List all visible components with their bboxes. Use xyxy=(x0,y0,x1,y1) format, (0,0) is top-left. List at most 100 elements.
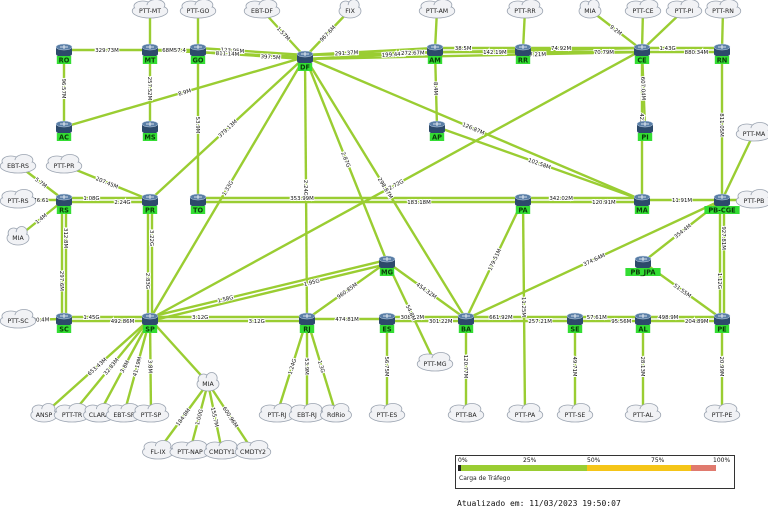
link-MG-c-ptt-mg[interactable] xyxy=(385,261,437,364)
link-DF-SP[interactable] xyxy=(148,56,307,320)
router-pbcge[interactable]: PB-CGE xyxy=(704,193,740,215)
link-GO-DF[interactable] xyxy=(198,46,306,57)
cloud-ptt-rn[interactable]: PTT-RN xyxy=(704,0,742,19)
link-DF-BA[interactable] xyxy=(303,56,468,320)
cloud-fix[interactable]: FIX xyxy=(338,0,362,19)
link-c-mia-sp-c-ptt-nap[interactable] xyxy=(188,382,210,452)
link-SP-c-ptt-sp[interactable] xyxy=(148,318,153,415)
cloud-rdrio[interactable]: RdRio xyxy=(320,403,352,423)
cloud-mia-left[interactable]: MIA xyxy=(6,226,30,246)
link-SP-MG[interactable] xyxy=(149,258,387,319)
cloud-ptt-al[interactable]: PTT-AL xyxy=(624,403,662,423)
router-ma[interactable]: MA xyxy=(633,193,651,215)
link-SP-c-ptt-tr[interactable] xyxy=(71,318,151,415)
cloud-ebt-rj[interactable]: EBT-RJ xyxy=(288,403,326,423)
router-sc[interactable]: SC xyxy=(55,312,73,334)
link-c-mia-sp-c-fl-ix[interactable] xyxy=(157,382,209,452)
router-ro[interactable]: RO xyxy=(55,43,73,65)
link-PBCGE-c-ptt-ma[interactable] xyxy=(720,132,756,201)
link-BA-PBCGE[interactable] xyxy=(465,198,723,321)
router-pa[interactable]: PA xyxy=(514,193,532,215)
link-CE-c-mia-top[interactable] xyxy=(589,9,643,51)
cloud-ptt-pa[interactable]: PTT-PA xyxy=(506,403,544,423)
cloud-ptt-ba[interactable]: PTT-BA xyxy=(447,403,485,423)
cloud-clara[interactable]: CLARA xyxy=(83,403,115,423)
cloud-ptt-sp[interactable]: PTT-SP xyxy=(132,403,170,423)
cloud-ptt-ce[interactable]: PTT-CE xyxy=(624,0,662,19)
link-DF-PR[interactable] xyxy=(149,56,306,201)
cloud-ptt-rj[interactable]: PTT-RJ xyxy=(258,403,296,423)
cloud-cmdty1[interactable]: CMDTY1 xyxy=(203,440,241,460)
router-rj[interactable]: RJ xyxy=(298,312,316,334)
link-SP-c-mia-sp[interactable] xyxy=(149,318,209,384)
link-DF-CE[interactable] xyxy=(305,50,643,61)
cloud-ptt-es[interactable]: PTT-ES xyxy=(368,403,406,423)
link-DF-RJ[interactable] xyxy=(303,56,309,320)
router-ce[interactable]: CE xyxy=(633,43,651,65)
link-MG-BA[interactable] xyxy=(386,261,467,320)
router-al[interactable]: AL xyxy=(634,312,652,334)
cloud-ebt-rs[interactable]: EBT-RS xyxy=(0,154,37,174)
link-SP-MG[interactable] xyxy=(150,262,388,323)
router-ba[interactable]: BA xyxy=(457,312,475,334)
link-PR-c-ptt-pr[interactable] xyxy=(63,163,151,202)
cloud-ptt-nap[interactable]: PTT-NAP xyxy=(169,440,211,460)
link-BA-PA[interactable] xyxy=(464,199,525,320)
router-pi[interactable]: PI xyxy=(636,120,654,142)
link-DF-CE[interactable] xyxy=(304,46,642,57)
router-df[interactable]: DF xyxy=(296,50,314,72)
router-pr[interactable]: PR xyxy=(141,193,159,215)
cloud-ptt-mt[interactable]: PTT-MT xyxy=(131,0,169,19)
link-c-mia-sp-c-cmdty1[interactable] xyxy=(206,382,224,452)
cloud-ptt-tr[interactable]: PTT-TR xyxy=(53,403,91,423)
link-DF-MA[interactable] xyxy=(304,55,643,202)
router-rn[interactable]: RN xyxy=(713,43,731,65)
link-AP-MA[interactable] xyxy=(436,125,643,202)
router-rr[interactable]: RR xyxy=(514,43,532,65)
cloud-ebt-sp[interactable]: EBT-SP xyxy=(105,403,143,423)
link-RJ-c-ptt-rj[interactable] xyxy=(275,318,309,415)
router-sp[interactable]: SP xyxy=(141,312,159,334)
router-mg[interactable]: MG xyxy=(378,255,396,277)
router-es[interactable]: ES xyxy=(378,312,396,334)
cloud-ptt-am[interactable]: PTT-AM xyxy=(418,0,456,19)
link-CE-SP[interactable] xyxy=(149,48,643,321)
cloud-mia-top[interactable]: MIA xyxy=(578,0,602,19)
cloud-ptt-pb[interactable]: PTT-PB xyxy=(735,189,768,209)
router-pe[interactable]: PE xyxy=(713,312,731,334)
link-DF-MG[interactable] xyxy=(303,56,389,263)
link-RJ-c-rdrio[interactable] xyxy=(305,318,338,415)
cloud-ptt-rs[interactable]: PTT-RS xyxy=(0,189,37,209)
cloud-ptt-sc[interactable]: PTT-SC xyxy=(0,309,37,329)
link-c-mia-sp-c-cmdty2[interactable] xyxy=(206,382,255,452)
link-PA-c-ptt-pa[interactable] xyxy=(521,199,527,415)
cloud-ptt-mg[interactable]: PTT-MG xyxy=(416,352,454,372)
link-SP-c-clara[interactable] xyxy=(97,318,152,415)
router-ap[interactable]: AP xyxy=(428,120,446,142)
cloud-ptt-se[interactable]: PTT-SE xyxy=(556,403,594,423)
link-SP-c-ebt-sp[interactable] xyxy=(122,318,152,415)
cloud-mia-sp[interactable]: MIA xyxy=(196,372,220,392)
router-ms[interactable]: MS xyxy=(141,120,159,142)
link-MT-DF[interactable] xyxy=(149,48,306,59)
cloud-ptt-go[interactable]: PTT-GO xyxy=(179,0,217,19)
router-ac[interactable]: AC xyxy=(55,120,73,142)
cloud-ptt-pi[interactable]: PTT-PI xyxy=(665,0,703,19)
router-pbjpa[interactable]: PB_JPA xyxy=(625,255,661,277)
link-DF-AC[interactable] xyxy=(63,55,306,129)
cloud-ansp[interactable]: ANSP xyxy=(30,403,58,423)
cloud-ptt-pe[interactable]: PTT-PE xyxy=(703,403,741,423)
router-to[interactable]: TO xyxy=(189,193,207,215)
router-rs[interactable]: RS xyxy=(55,193,73,215)
router-am[interactable]: AM xyxy=(426,43,444,65)
cloud-ebt-df[interactable]: EBT-DF xyxy=(243,0,281,19)
router-go[interactable]: GO xyxy=(189,43,207,65)
cloud-ptt-rr[interactable]: PTT-RR xyxy=(506,0,544,19)
cloud-cmdty2[interactable]: CMDTY2 xyxy=(234,440,272,460)
cloud-fl-ix[interactable]: FL-IX xyxy=(142,440,174,460)
router-se[interactable]: SE xyxy=(566,312,584,334)
link-RJ-MG[interactable] xyxy=(306,261,388,320)
cloud-ptt-ma[interactable]: PTT-MA xyxy=(735,122,768,142)
link-DF-c-fix[interactable] xyxy=(304,9,351,58)
router-mt[interactable]: MT xyxy=(141,43,159,65)
